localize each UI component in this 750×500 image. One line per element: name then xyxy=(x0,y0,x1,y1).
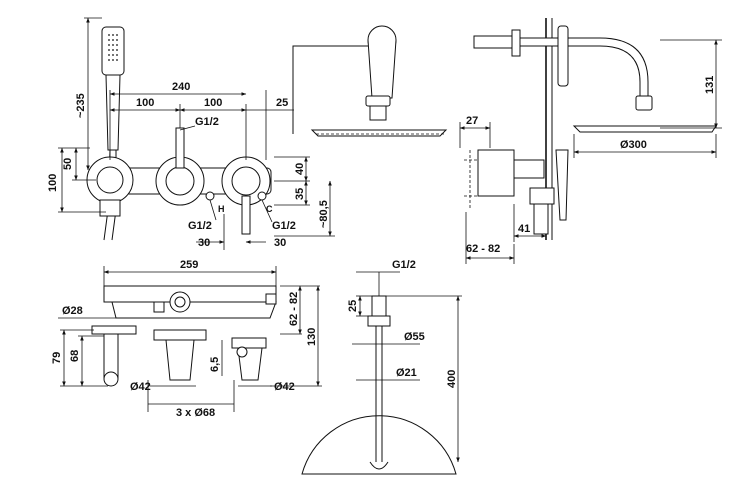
top-view: 259 62 - 82 130 Ø28 79 68 6,5 Ø42 Ø42 3 … xyxy=(51,259,322,419)
rain-shower-plate xyxy=(310,129,448,137)
shower-thread-label: G1/2 xyxy=(392,259,416,271)
dim-55-label: Ø55 xyxy=(404,331,425,343)
dim-62-82-side-label: 62 - 82 xyxy=(466,243,500,255)
pipe-connector xyxy=(292,45,368,134)
front-view: 240 100 100 25 G1/2 ~235 100 50 40 35 xyxy=(47,17,335,250)
right-handle xyxy=(241,195,251,235)
side-shower-plate xyxy=(572,125,717,133)
thread-right-label: G1/2 xyxy=(272,220,296,232)
dim-100-right-label: 100 xyxy=(204,97,222,109)
hot-label: H xyxy=(218,204,225,214)
thread-left-label: G1/2 xyxy=(188,220,212,232)
dim-100-vertical-label: 100 xyxy=(47,174,59,192)
dim-25-shower-label: 25 xyxy=(347,300,359,312)
wall-flange xyxy=(473,35,515,49)
dim-240-label: 240 xyxy=(172,81,190,93)
hose-connector xyxy=(99,199,121,217)
dim-79-label: 79 xyxy=(51,352,63,364)
dim-41-label: 41 xyxy=(518,223,530,235)
shower-nozzles xyxy=(108,34,118,61)
top-hose-connector xyxy=(91,325,137,335)
dim-40-label: 40 xyxy=(294,163,306,175)
dim-30-right-label: 30 xyxy=(274,237,286,249)
dim-21-label: Ø21 xyxy=(396,367,417,379)
round-shower-plate xyxy=(301,415,457,475)
dim-300-label: Ø300 xyxy=(620,139,647,151)
dim-28-label: Ø28 xyxy=(62,305,83,317)
dim-25-label: 25 xyxy=(276,97,288,109)
dim-50-label: 50 xyxy=(62,158,74,170)
dim-259-label: 259 xyxy=(180,259,198,271)
dim-100-left-label: 100 xyxy=(136,97,154,109)
dim-68-label: 68 xyxy=(69,350,81,362)
center-inlet-pipe xyxy=(175,127,185,169)
dim-400-label: 400 xyxy=(446,370,458,388)
dim-62-82-top-label: 62 - 82 xyxy=(288,292,300,326)
hot-marker xyxy=(205,191,215,201)
dim-42-right-label: Ø42 xyxy=(274,381,295,393)
dim-235-label: ~235 xyxy=(75,93,87,118)
dim-3x68-label: 3 x Ø68 xyxy=(176,407,215,419)
dim-6-5-label: 6,5 xyxy=(209,357,221,372)
dim-30-left-label: 30 xyxy=(198,237,210,249)
shower-head-view xyxy=(310,25,448,137)
side-view: 131 27 Ø300 41 62 - 82 xyxy=(459,18,722,264)
shower-top-view: G1/2 25 Ø55 Ø21 400 xyxy=(301,259,462,475)
dim-27-label: 27 xyxy=(466,115,478,127)
thread-top-label: G1/2 xyxy=(195,116,219,128)
dim-42-left-label: Ø42 xyxy=(130,381,151,393)
dim-130-label: 130 xyxy=(306,328,318,346)
dim-131-label: 131 xyxy=(704,76,716,94)
cold-label: C xyxy=(266,204,273,214)
dim-80-5-label: ~80,5 xyxy=(318,200,330,228)
cold-marker xyxy=(257,191,267,201)
dim-35-label: 35 xyxy=(294,188,306,200)
